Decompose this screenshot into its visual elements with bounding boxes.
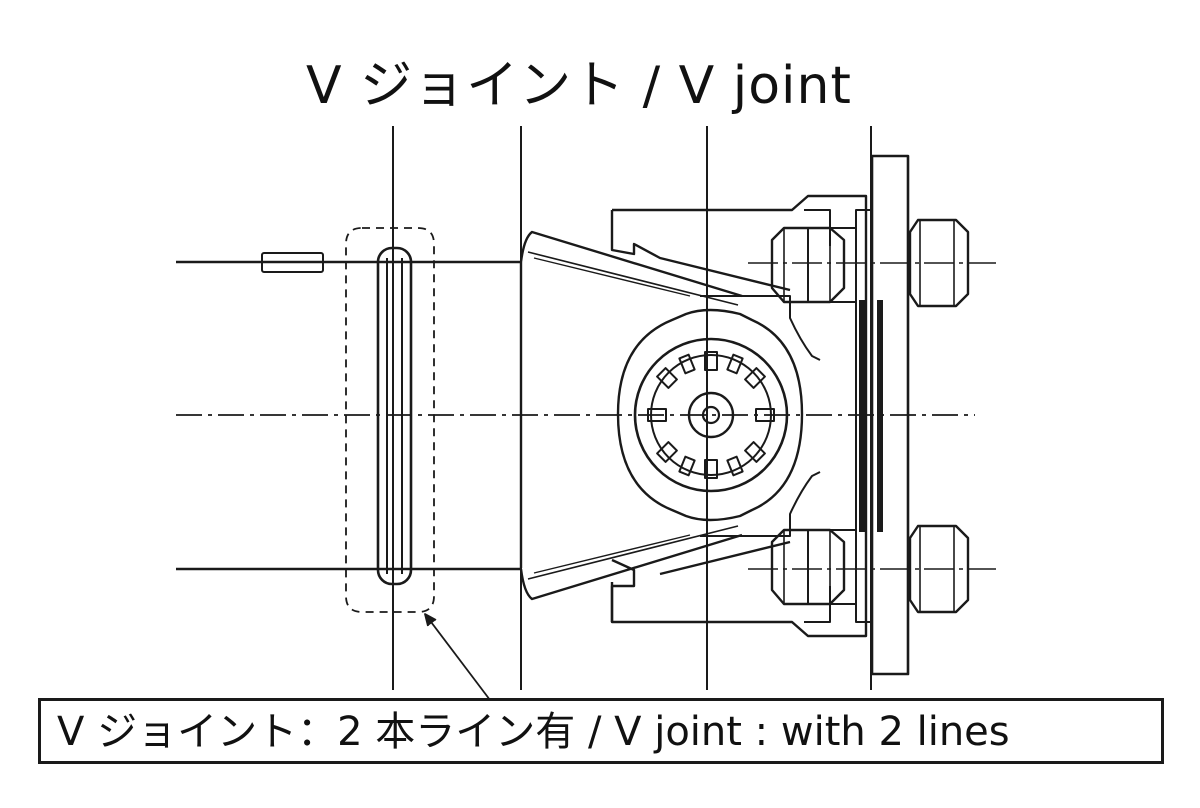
bolts-and-nuts: [770, 218, 970, 614]
cross-bearing: [616, 308, 804, 522]
diagram-title-text: V ジョイント / V joint: [306, 56, 852, 116]
flange-plates: [855, 154, 910, 676]
needle-rollers: [647, 351, 775, 479]
shaft-tube: [176, 260, 521, 571]
shaft-yoke: [519, 230, 743, 601]
caption-text: V ジョイント：2 本ライン有 / V joint : with 2 lines: [57, 709, 1010, 755]
leader-line: [424, 613, 491, 701]
balance-weight: [261, 252, 324, 273]
v-joint-highlight-outline: [345, 227, 435, 613]
v-joint-band: [376, 246, 413, 586]
caption-box: V ジョイント：2 本ライン有 / V joint : with 2 lines: [38, 698, 1164, 764]
